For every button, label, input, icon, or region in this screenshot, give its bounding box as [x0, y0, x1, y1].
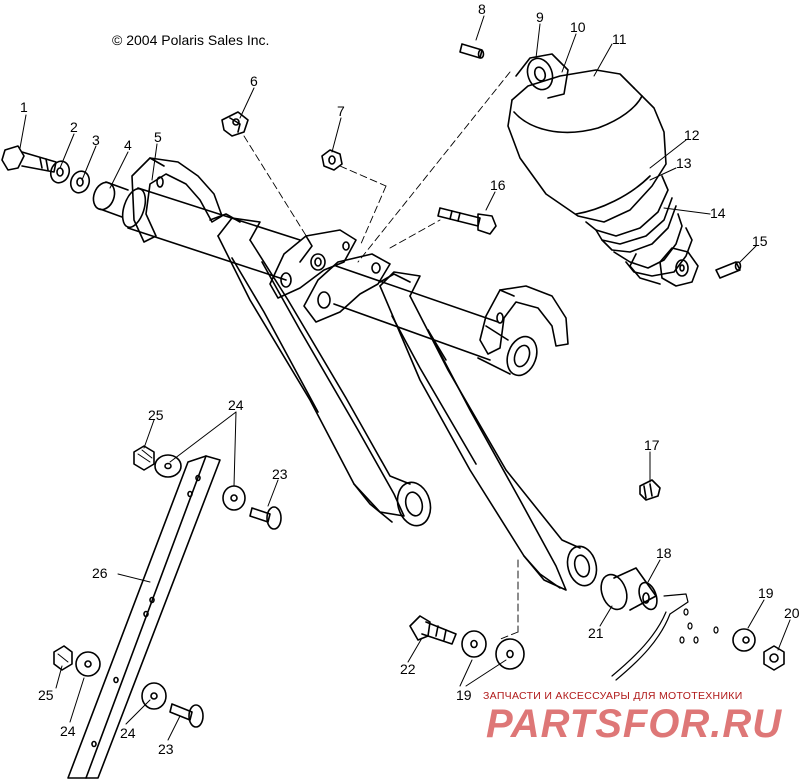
callout-5: 5 [154, 129, 162, 145]
callout-1: 1 [20, 99, 28, 115]
part-5-clamp [131, 157, 223, 243]
part-16-bolt [437, 207, 497, 235]
callout-19-right: 19 [758, 585, 774, 601]
part-15-pin [715, 261, 742, 279]
copyright-notice: © 2004 Polaris Sales Inc. [112, 32, 270, 48]
shock-absorber [507, 53, 699, 287]
part-22-bolt [409, 615, 457, 645]
callout-22: 22 [400, 661, 416, 677]
callout-23-lower: 23 [158, 741, 174, 757]
part-7-nut [321, 149, 343, 171]
rear-arm-leg [379, 271, 598, 591]
dashed-centerlines [243, 71, 519, 641]
callout-17: 17 [644, 437, 660, 453]
part-18-bushing [600, 567, 658, 611]
callout-19-left: 19 [456, 687, 472, 703]
callout-16: 16 [490, 177, 506, 193]
callout-9: 9 [536, 9, 544, 25]
watermark-brand: PARTSFOR.RU [486, 702, 783, 746]
callout-12: 12 [684, 127, 700, 143]
part-17-fitting [639, 479, 661, 501]
callout-15: 15 [752, 233, 768, 249]
part-8-pin [459, 43, 485, 59]
watermark-tagline: ЗАПЧАСТИ И АКСЕССУАРЫ ДЛЯ МОТОТЕХНИКИ [483, 690, 743, 702]
part-21-line [611, 593, 719, 681]
callout-11: 11 [612, 31, 627, 47]
rear-arm-tube [333, 265, 538, 377]
part-2-washer [49, 160, 71, 184]
callout-6: 6 [250, 73, 258, 89]
part-25-nut-lower [53, 645, 73, 671]
callout-10: 10 [570, 19, 586, 35]
part-1-bolt [1, 145, 57, 173]
leader-lines [19, 15, 791, 741]
part-23-bolt-upper [249, 506, 282, 530]
callout-25-lower: 25 [38, 687, 54, 703]
callout-26: 26 [92, 565, 108, 581]
part-4-bushing [92, 181, 129, 218]
callout-2: 2 [70, 119, 78, 135]
callout-21: 21 [588, 625, 604, 641]
callout-25-upper: 25 [148, 407, 164, 423]
callout-24-lower-right: 24 [120, 725, 136, 741]
front-arm-tube [121, 187, 301, 281]
callout-24-lower-left: 24 [60, 723, 76, 739]
front-arm-leg [217, 217, 432, 527]
part-19-washer-right [732, 628, 756, 652]
callout-14: 14 [710, 205, 726, 221]
callout-4: 4 [124, 137, 132, 153]
callout-3: 3 [92, 132, 100, 148]
part-25-nut-upper [133, 445, 155, 471]
part-26-strap [67, 455, 221, 779]
shock-mount-plates [269, 229, 391, 323]
part-3-washer [69, 170, 91, 194]
callout-13: 13 [676, 155, 692, 171]
rear-arm-clamp [479, 285, 569, 355]
callout-23-upper: 23 [272, 466, 288, 482]
part-24-washers [75, 454, 246, 710]
part-6-fitting [221, 111, 249, 137]
callout-8: 8 [478, 1, 486, 17]
callout-20: 20 [784, 605, 800, 621]
part-20-nut [763, 645, 785, 671]
callout-18: 18 [656, 545, 672, 561]
callout-24-upper: 24 [228, 397, 244, 413]
part-19-washers-left [461, 630, 525, 670]
callout-7: 7 [337, 103, 345, 119]
part-23-bolt-lower [169, 703, 204, 728]
